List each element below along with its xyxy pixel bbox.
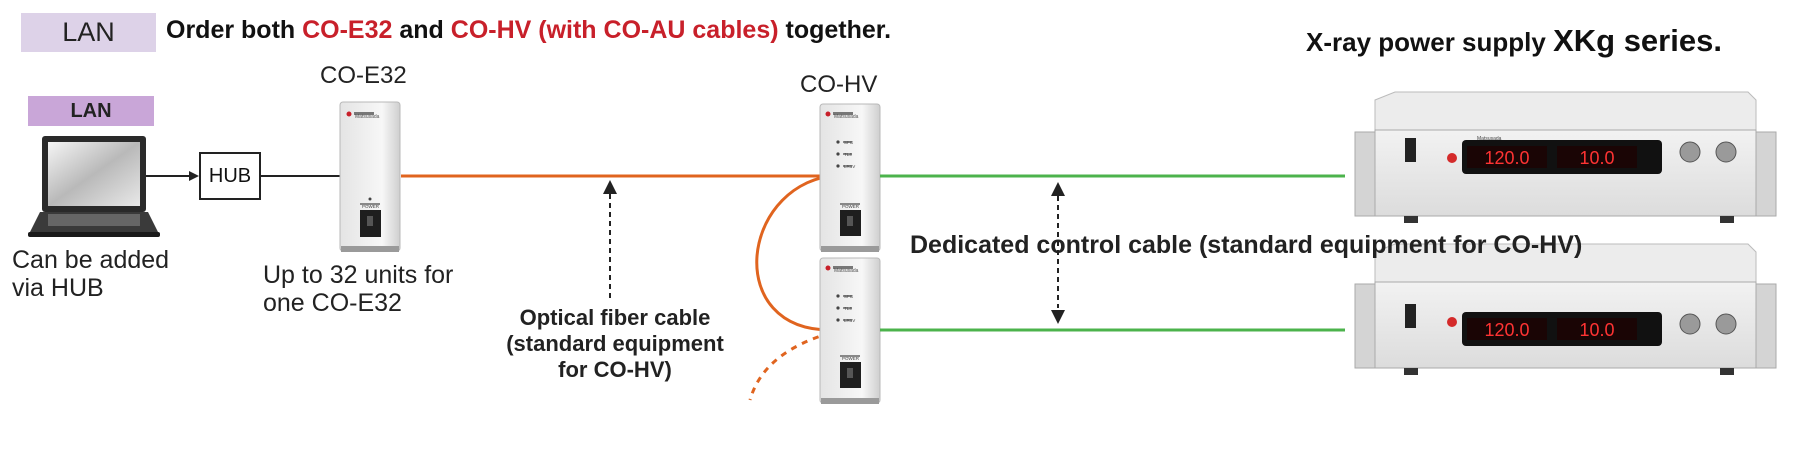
order-headline: Order both CO-E32 and CO-HV (with CO-AU … [166, 16, 891, 45]
hub-note-line-1: Can be added [12, 246, 170, 274]
order-model-2: CO-HV (with CO-AU cables) [450, 16, 779, 44]
pc-lan-label: LAN [28, 96, 154, 126]
cohv2-indicator-2: TL4 [844, 306, 852, 311]
order-suffix: together. [778, 16, 892, 44]
cohv1-brand: Matsusada [834, 114, 859, 120]
cohv-title: CO-HV [800, 71, 878, 98]
hub-note: Can be added via HUB [12, 246, 169, 302]
order-and: and [392, 16, 451, 44]
series-title: X-ray power supply XKg series. [1306, 23, 1722, 59]
laptop-icon [28, 136, 160, 237]
psu1-display-2: 10.0 [1579, 148, 1614, 168]
cohv2-indicator-1: SFG [844, 294, 854, 299]
optical-fiber-loop [755, 174, 831, 332]
psu2-display-1: 120.0 [1484, 320, 1529, 340]
optical-pointer-arrowhead [603, 180, 617, 194]
pc-hub-arrowhead [189, 171, 199, 181]
control-pointer-arrowhead-bottom [1051, 310, 1065, 324]
co-e32-device [339, 101, 401, 252]
optical-cable-note: Optical fiber cable (standard equipment … [460, 305, 770, 383]
units-note: Up to 32 units for one CO-E32 [263, 261, 453, 317]
hub-box: HUB [199, 152, 261, 200]
control-pointer-arrowhead-top [1051, 182, 1065, 196]
order-prefix: Order both [166, 16, 303, 44]
coe32-title: CO-E32 [320, 62, 407, 89]
cohv1-indicator-1: SFG [844, 140, 854, 145]
lan-tag: LAN [21, 13, 156, 52]
optical-fiber-extension [748, 331, 831, 401]
series-prefix: X-ray power supply [1306, 27, 1554, 57]
series-name: XKg series. [1553, 23, 1722, 58]
hub-note-line-2: via HUB [12, 274, 104, 302]
power-supply-rack-1 [1354, 91, 1777, 223]
units-note-line-2: one CO-E32 [263, 289, 402, 317]
co-hv-unit-2 [819, 257, 881, 404]
optical-note-line-3: for CO-HV) [558, 357, 672, 382]
optical-note-line-2: (standard equipment [506, 331, 724, 356]
units-note-line-1: Up to 32 units for [263, 261, 454, 289]
coe32-brand: Matsusada [355, 114, 380, 120]
hub-label: HUB [208, 164, 252, 187]
optical-note-line-1: Optical fiber cable [519, 305, 711, 330]
cohv1-power-label: POWER [842, 204, 860, 209]
cohv1-indicator-3: LR1V [844, 164, 855, 169]
cohv1-indicator-2: TL4 [844, 152, 852, 157]
co-hv-unit-1 [819, 103, 881, 252]
psu1-display-1: 120.0 [1484, 148, 1529, 168]
power-supply-rack-2 [1354, 243, 1777, 375]
coe32-power-label: POWER [362, 204, 380, 209]
psu1-brand: Matsusada [1477, 136, 1502, 142]
cohv2-indicator-3: LR1V [844, 318, 855, 323]
cohv2-brand: Matsusada [834, 268, 859, 274]
cohv2-power-label: POWER [842, 356, 860, 361]
control-cable-note: Dedicated control cable (standard equipm… [910, 231, 1583, 259]
psu2-display-2: 10.0 [1579, 320, 1614, 340]
order-model-1: CO-E32 [302, 16, 393, 44]
